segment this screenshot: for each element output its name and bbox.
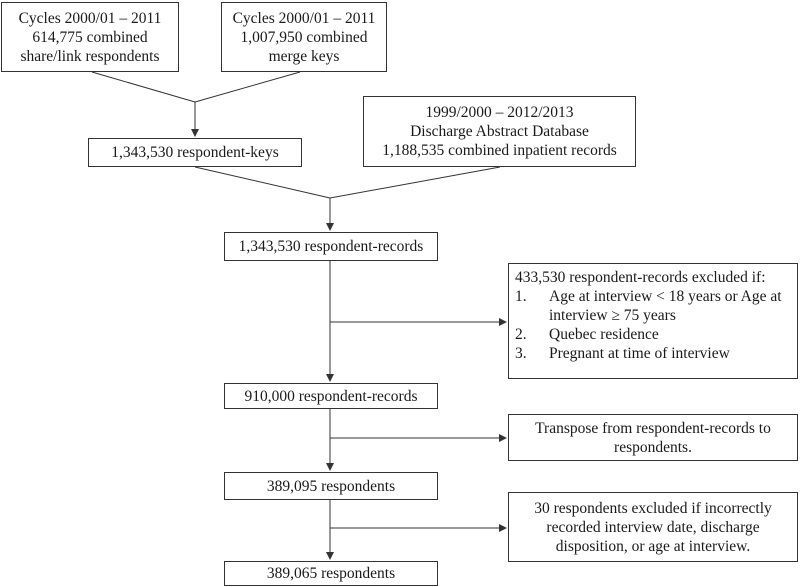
box-exclusion-criteria: 433,530 respondent-records excluded if: … — [508, 263, 798, 379]
box-line: 30 respondents excluded if incorrectly r… — [534, 499, 772, 555]
box-respondent-keys: 1,343,530 respondent-keys — [88, 138, 302, 167]
exclusion-item-number: 3. — [515, 345, 527, 362]
box-line: 389,095 respondents — [266, 477, 396, 495]
box-discharge-abstract-database: 1999/2000 – 2012/2013 Discharge Abstract… — [363, 96, 636, 167]
box-line: share/link respondents — [20, 47, 160, 65]
exclusion-item: 3. Pregnant at time of interview — [515, 344, 791, 363]
box-line: 389,065 respondents — [266, 565, 396, 582]
box-respondent-records: 1,343,530 respondent-records — [224, 232, 438, 261]
box-line: 1,343,530 respondent-records — [238, 238, 424, 255]
exclusion-heading: 433,530 respondent-records excluded if: — [515, 269, 766, 286]
box-line: 1,007,950 combined — [240, 28, 368, 46]
box-389095-respondents: 389,095 respondents — [224, 472, 438, 500]
exclusion-item-text: Quebec residence — [549, 326, 659, 343]
box-line: Transpose from respondent-records to res… — [535, 419, 771, 456]
box-line: Discharge Abstract Database — [410, 123, 589, 140]
exclusion-list: 1. Age at interview < 18 years or Age at… — [515, 287, 791, 363]
box-line: Cycles 2000/01 – 2011 — [18, 9, 162, 27]
box-line: Cycles 2000/01 – 2011 — [232, 9, 376, 27]
box-line: 614,775 combined — [32, 28, 148, 46]
exclusion-item-number: 1. — [515, 288, 527, 305]
exclusion-item: 2. Quebec residence — [515, 325, 791, 344]
connector-line — [329, 166, 501, 199]
box-line: 910,000 respondent-records — [244, 387, 418, 405]
box-transpose-step: Transpose from respondent-records to res… — [508, 414, 798, 461]
box-line: merge keys — [268, 47, 340, 65]
exclusion-item: 1. Age at interview < 18 years or Age at… — [515, 287, 791, 325]
connector-line — [194, 166, 331, 199]
exclusion-item-number: 2. — [515, 326, 527, 343]
connector-line — [194, 71, 301, 103]
box-cycles-share-link: Cycles 2000/01 – 2011 614,775 combined s… — [1, 2, 179, 72]
exclusion-item-text: Pregnant at time of interview — [549, 345, 730, 362]
box-cycles-merge-keys: Cycles 2000/01 – 2011 1,007,950 combined… — [221, 2, 387, 72]
box-line: 1999/2000 – 2012/2013 — [425, 104, 574, 121]
exclusion-item-text: Age at interview < 18 years or Age at in… — [549, 288, 782, 324]
box-final-exclusion: 30 respondents excluded if incorrectly r… — [508, 492, 798, 562]
connector-line — [91, 71, 196, 103]
box-910000-respondent-records: 910,000 respondent-records — [224, 383, 438, 409]
box-line: 1,188,535 combined inpatient records — [382, 142, 617, 159]
box-389065-respondents: 389,065 respondents — [224, 561, 438, 586]
box-line: 1,343,530 respondent-keys — [111, 144, 279, 161]
